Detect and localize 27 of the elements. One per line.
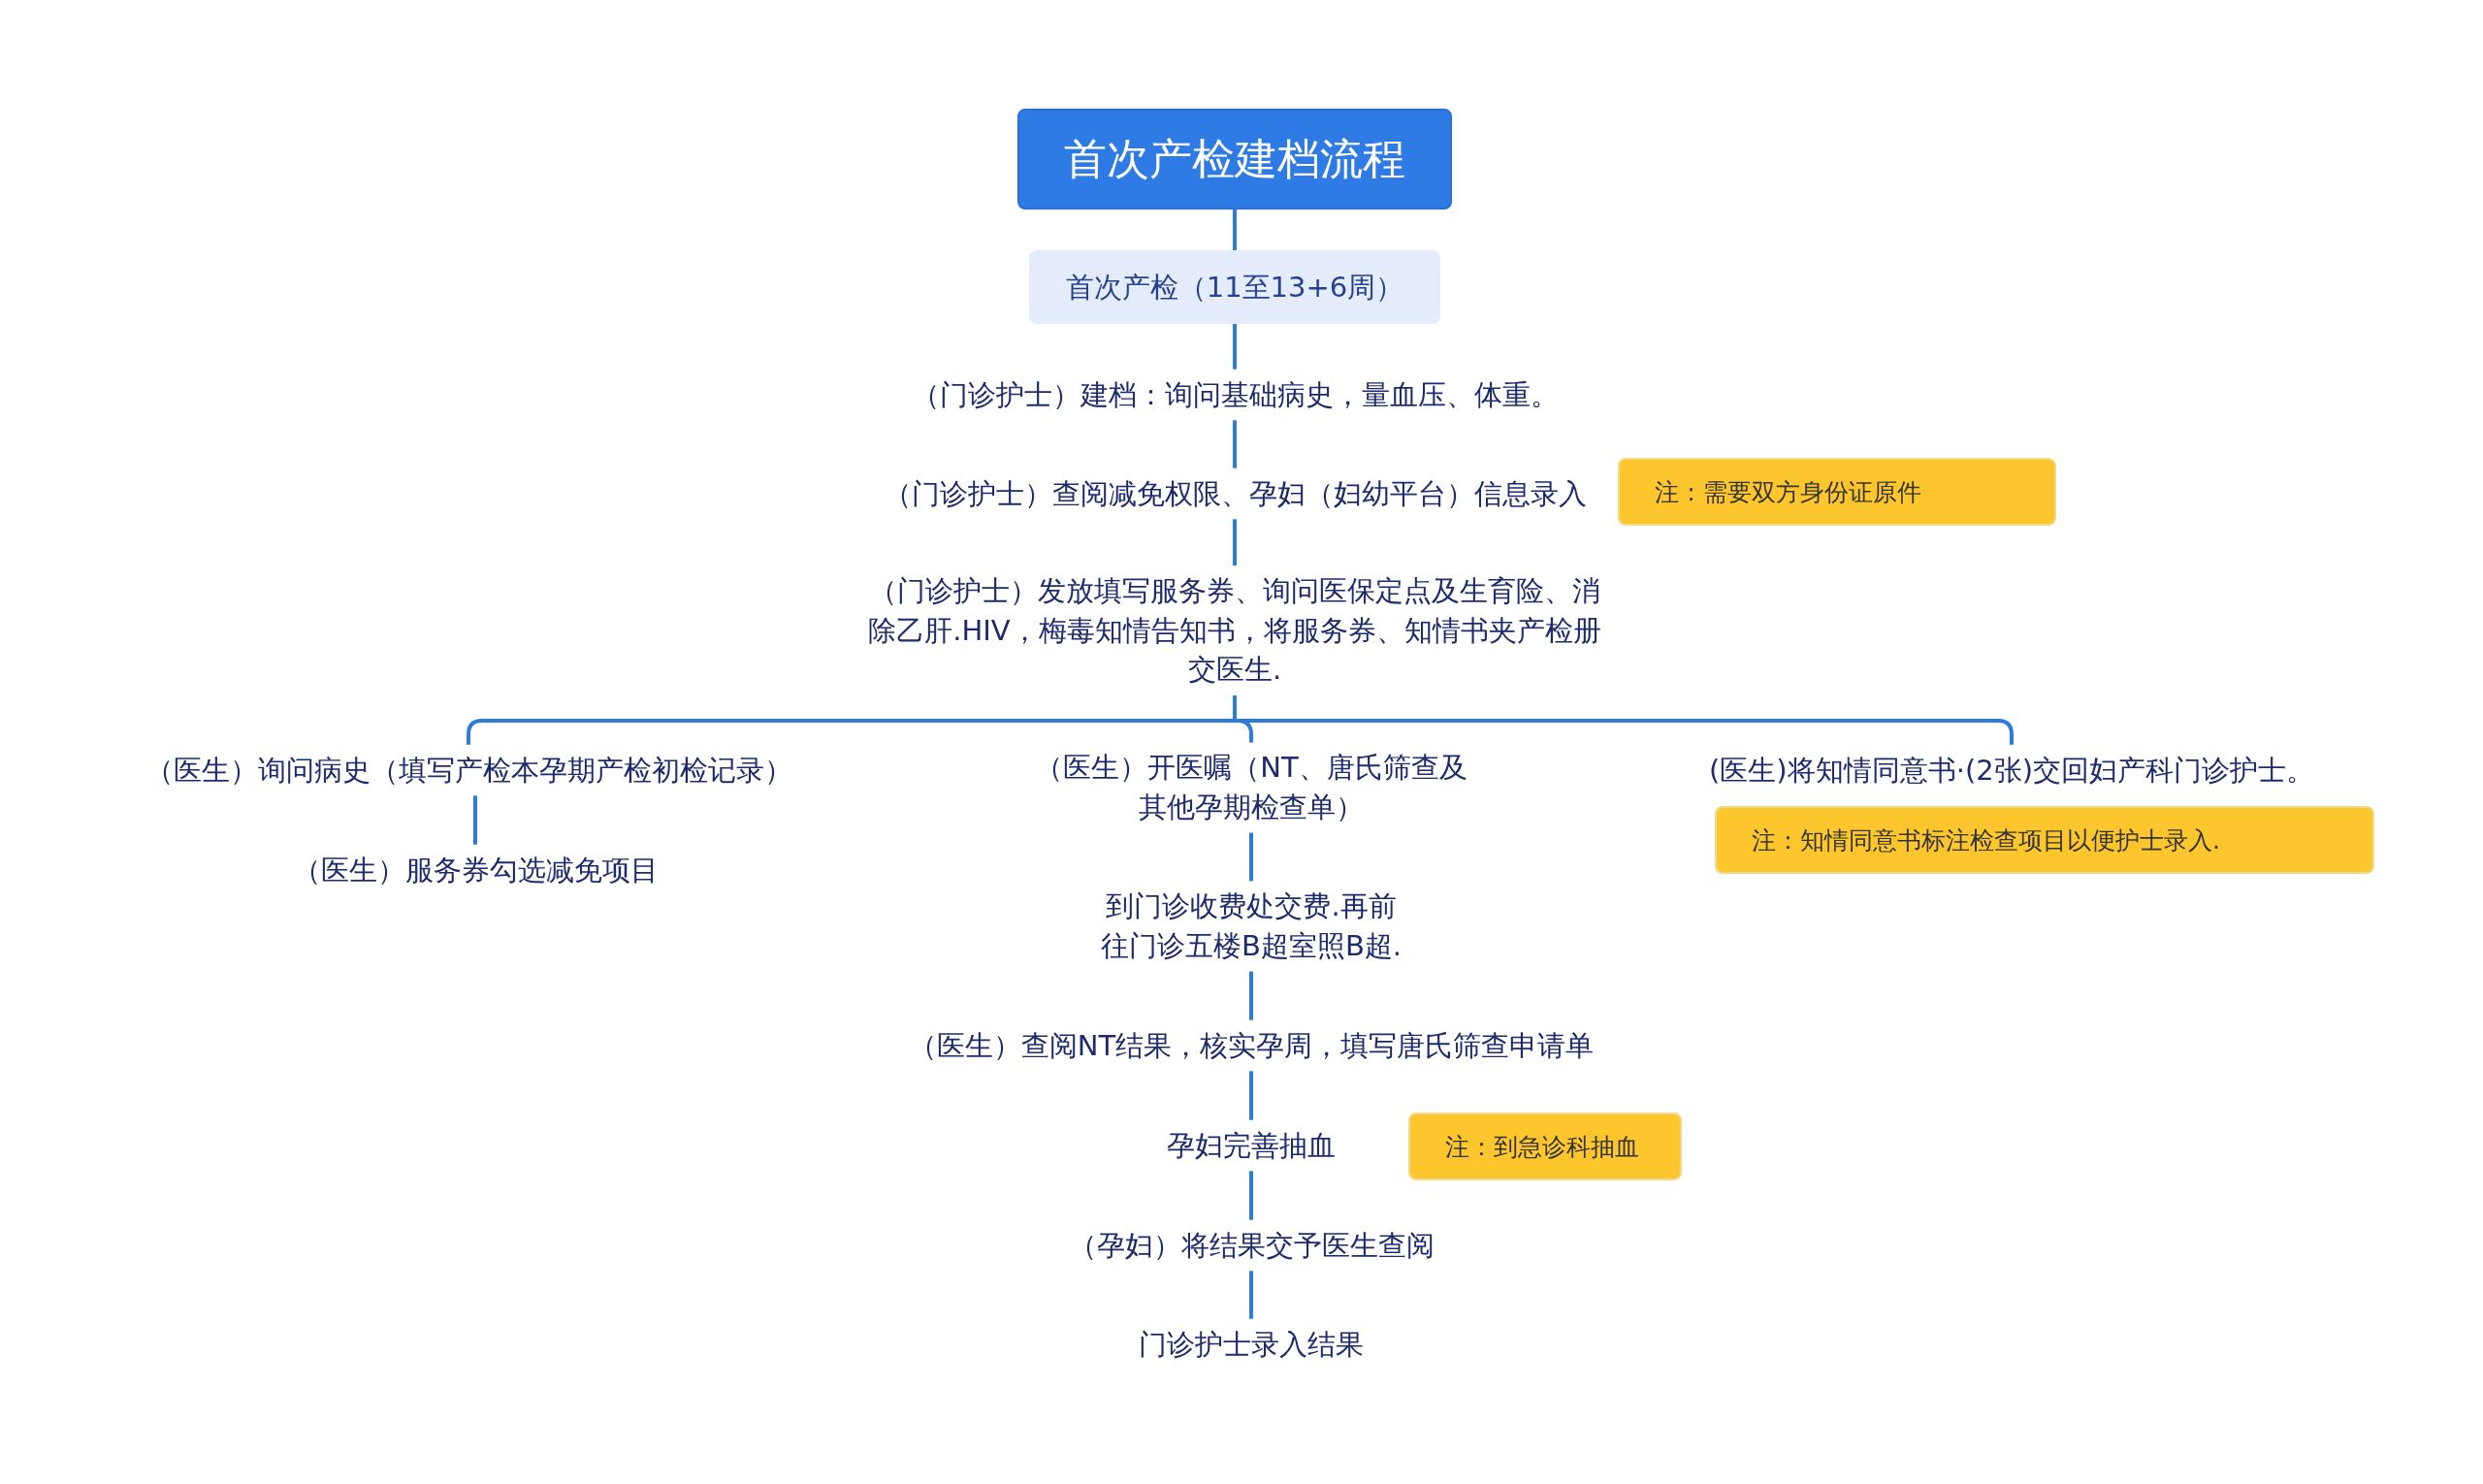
stage-box: 首次产检（11至13+6周） <box>1029 250 1440 324</box>
note-box: 注：需要双方身份证原件 <box>1618 458 2056 526</box>
connector <box>1233 519 1237 566</box>
connector <box>1249 1171 1253 1220</box>
step-text: （门诊护士）发放填写服务券、询问医保定点及生育险、消除乙肝.HIV，梅毒知情告知书，将服务券、知情书夹产检册交医生. <box>856 565 1613 695</box>
step-text: （门诊护士）查阅减免权限、孕妇（妇幼平台）信息录入 <box>879 468 1591 520</box>
connector <box>1249 1271 1253 1319</box>
connector <box>1249 832 1253 882</box>
connector <box>1233 324 1237 370</box>
connector <box>473 795 477 845</box>
step-text: （医生）询问病史（填写产检本孕期产检初检记录） <box>141 744 796 796</box>
step-text: （医生）服务券勾选减免项目 <box>288 844 662 896</box>
step-text: （医生）开医嘱（NT、唐氏筛查及其他孕期检查单） <box>1018 742 1484 833</box>
connector <box>1249 1071 1253 1120</box>
step-text: （门诊护士）建档：询问基础病史，量血压、体重。 <box>907 369 1563 421</box>
step-text: （孕妇）将结果交予医生查阅 <box>1064 1219 1438 1272</box>
note-box: 注：到急诊科抽血 <box>1408 1113 1682 1180</box>
step-text: 到门诊收费处交费.再前往门诊五楼B超室照B超. <box>1091 881 1411 972</box>
note-box: 注：知情同意书标注检查项目以便护士录入. <box>1715 806 2374 874</box>
connector <box>1233 210 1237 250</box>
connector <box>1249 971 1253 1020</box>
step-text: 孕妇完善抽血 <box>1163 1119 1339 1172</box>
title-box: 首次产检建档流程 <box>1017 109 1452 210</box>
step-text: (医生)将知情同意书·(2张)交回妇产科门诊护士。 <box>1705 744 2318 796</box>
step-text: 门诊护士录入结果 <box>1135 1318 1368 1371</box>
step-text: （医生）查阅NT结果，核实孕周，填写唐氏筛查申请单 <box>904 1019 1598 1072</box>
connector <box>1233 420 1237 468</box>
